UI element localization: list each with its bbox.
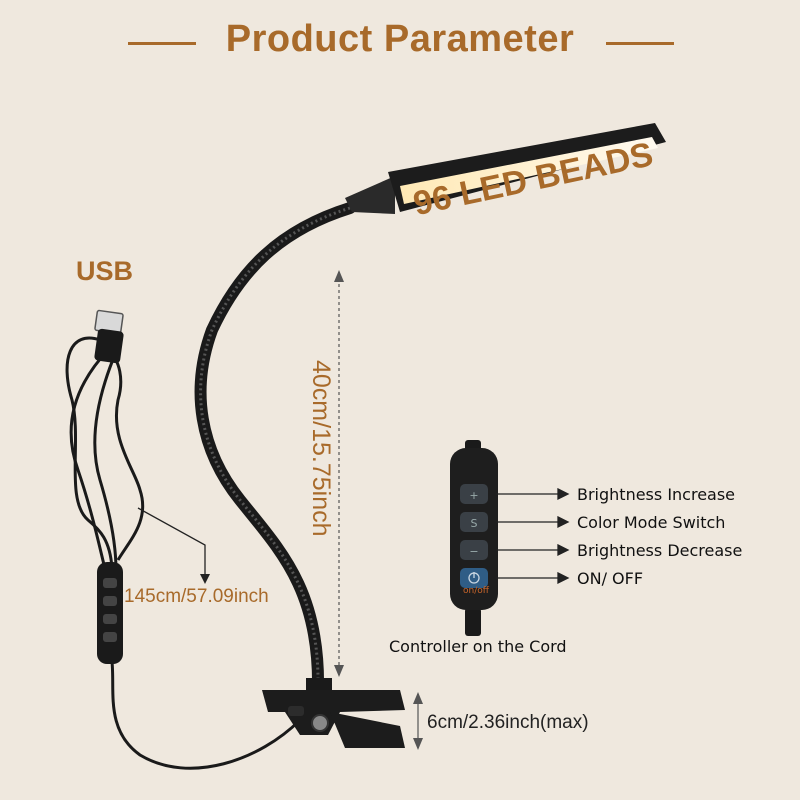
inline-controller	[97, 562, 123, 664]
label-brightness-decrease: Brightness Decrease	[577, 541, 743, 560]
clip-arrow-top	[413, 692, 423, 704]
svg-text:S: S	[471, 517, 478, 530]
clip-arrow-bottom	[413, 738, 423, 750]
led-strip	[400, 137, 658, 204]
controller-caption: Controller on the Cord	[389, 637, 567, 656]
desk-clamp	[262, 678, 405, 748]
cord-length-label: 145cm/57.09inch	[124, 586, 269, 607]
svg-text:+: +	[469, 489, 478, 502]
svg-text:−: −	[469, 545, 478, 558]
controller-detail: + S −	[450, 440, 498, 636]
label-on-off: ON/ OFF	[577, 569, 644, 588]
usb-plug	[94, 309, 124, 364]
button-plus	[460, 484, 488, 504]
label-brightness-increase: Brightness Increase	[577, 485, 736, 504]
gooseneck-ribs	[199, 206, 351, 691]
button-minus	[460, 540, 488, 560]
page-title: Product Parameter	[225, 18, 575, 60]
height-arrow-bottom	[334, 665, 344, 677]
label-color-mode-switch: Color Mode Switch	[577, 513, 726, 532]
clip-opening-label: 6cm/2.36inch(max)	[427, 712, 589, 733]
title-rule-right	[606, 42, 674, 45]
gooseneck-length-label: 40cm/15.75inch	[307, 360, 335, 537]
cord-length-pointer	[137, 507, 206, 578]
lamp-head	[345, 123, 666, 214]
cord-pointer-arrowhead	[200, 574, 210, 584]
usb-label: USB	[76, 256, 134, 286]
controller-leaders	[496, 487, 570, 585]
usb-cable	[65, 336, 302, 770]
power-button-text: on/off	[463, 586, 489, 596]
title-rule-left	[128, 42, 196, 45]
height-arrow-top	[334, 270, 344, 282]
button-mode	[460, 512, 488, 532]
